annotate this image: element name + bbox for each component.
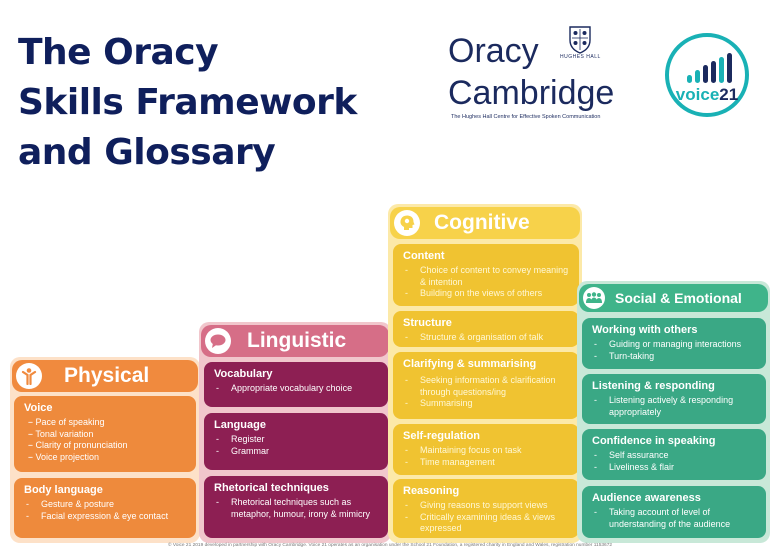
card-title: Language (214, 419, 266, 431)
card-audience-awareness: Audience awareness Taking account of lev… (582, 486, 766, 538)
voice21-number: 21 (719, 85, 739, 104)
voice21-logo: voice21 (665, 33, 749, 117)
oracy-cambridge-logo: Oracy Cambridge The Hughes Hall Centre f… (448, 24, 638, 124)
list-item: Choice of content to convey meaning & in… (403, 265, 569, 288)
social-emotional-title: Social & Emotional (615, 290, 742, 306)
list-item: Listening actively & responding appropri… (592, 395, 756, 418)
list-item: - Voice projection (26, 452, 186, 464)
card-clarifying-summarising: Clarifying & summarising Seeking informa… (393, 352, 579, 419)
card-body-language: Body language Gesture & posture Facial e… (14, 478, 196, 538)
card-structure: Structure Structure & organisation of ta… (393, 311, 579, 347)
card-voice: Voice - Pace of speaking - Tonal variati… (14, 396, 196, 472)
logo-oracy-word: Oracy (448, 32, 539, 70)
list-item: Critically examining ideas & views expre… (403, 512, 569, 535)
card-listening-responding: Listening & responding Listening activel… (582, 374, 766, 424)
card-title: Self-regulation (403, 430, 481, 442)
linguistic-title: Linguistic (247, 329, 347, 352)
title-line-3: and Glossary (18, 132, 276, 173)
list-item: Taking account of level of understanding… (592, 507, 756, 530)
list-item: - Tonal variation (26, 429, 186, 441)
title-line-2: Skills Framework (18, 82, 357, 123)
crest-icon: HUGHES HALL (560, 24, 600, 64)
cognitive-title: Cognitive (434, 211, 530, 234)
list-item: Building on the views of others (403, 288, 569, 300)
card-title: Clarifying & summarising (403, 358, 537, 370)
crest-label: HUGHES HALL (560, 54, 601, 60)
card-title: Body language (24, 484, 103, 496)
voice21-word: voice (675, 85, 720, 104)
card-title: Rhetorical techniques (214, 482, 329, 494)
list-item: Structure & organisation of talk (403, 332, 569, 344)
card-title: Confidence in speaking (592, 435, 716, 447)
list-item: - Pace of speaking (26, 417, 186, 429)
physical-header: Physical (12, 360, 198, 392)
card-title: Vocabulary (214, 368, 273, 380)
list-item: Summarising (403, 398, 569, 410)
logo-cambridge-word: Cambridge (448, 74, 615, 112)
list-item: Self assurance (592, 450, 756, 462)
list-item: Rhetorical techniques such as metaphor, … (214, 497, 378, 520)
logo-subtitle: The Hughes Hall Centre for Effective Spo… (451, 114, 601, 120)
card-content: Content Choice of content to convey mean… (393, 244, 579, 306)
list-item: - Clarity of pronunciation (26, 440, 186, 452)
list-item: Grammar (214, 446, 378, 458)
card-title: Content (403, 250, 445, 262)
brain-head-icon (394, 210, 420, 236)
card-reasoning: Reasoning Giving reasons to support view… (393, 479, 579, 538)
list-item: Time management (403, 457, 569, 469)
physical-title: Physical (64, 364, 150, 387)
card-title: Audience awareness (592, 492, 701, 504)
card-title: Structure (403, 317, 452, 329)
card-working-with-others: Working with others Guiding or managing … (582, 318, 766, 369)
list-item: Turn-taking (592, 351, 756, 363)
footer-note: © Voice 21 2019 developed in partnership… (167, 543, 613, 548)
voice21-wordmark: voice21 (669, 85, 745, 105)
list-item: Giving reasons to support views (403, 500, 569, 512)
card-language: Language Register Grammar (204, 413, 388, 470)
list-item: Facial expression & eye contact (24, 511, 186, 523)
signal-bars-icon (685, 53, 735, 85)
title-line-1: The Oracy (18, 32, 219, 73)
card-title: Working with others (592, 324, 698, 336)
page-title: The Oracy Skills Framework and Glossary (18, 28, 378, 178)
card-title: Voice (24, 402, 53, 414)
list-item: Appropriate vocabulary choice (214, 383, 378, 395)
card-self-regulation: Self-regulation Maintaining focus on tas… (393, 424, 579, 475)
card-title: Reasoning (403, 485, 460, 497)
linguistic-header: Linguistic (201, 325, 389, 357)
list-item: Liveliness & flair (592, 462, 756, 474)
list-item: Gesture & posture (24, 499, 186, 511)
list-item: Maintaining focus on task (403, 445, 569, 457)
person-icon (16, 363, 42, 389)
card-title: Listening & responding (592, 380, 715, 392)
card-confidence-speaking: Confidence in speaking Self assurance Li… (582, 429, 766, 480)
social-emotional-header: Social & Emotional (579, 284, 768, 312)
group-icon (583, 287, 605, 309)
list-item: Guiding or managing interactions (592, 339, 756, 351)
list-item: Seeking information & clarification thro… (403, 375, 569, 398)
list-item: Register (214, 434, 378, 446)
card-vocabulary: Vocabulary Appropriate vocabulary choice (204, 362, 388, 407)
cognitive-header: Cognitive (390, 207, 580, 239)
speech-bubble-icon (205, 328, 231, 354)
card-rhetorical-techniques: Rhetorical techniques Rhetorical techniq… (204, 476, 388, 538)
